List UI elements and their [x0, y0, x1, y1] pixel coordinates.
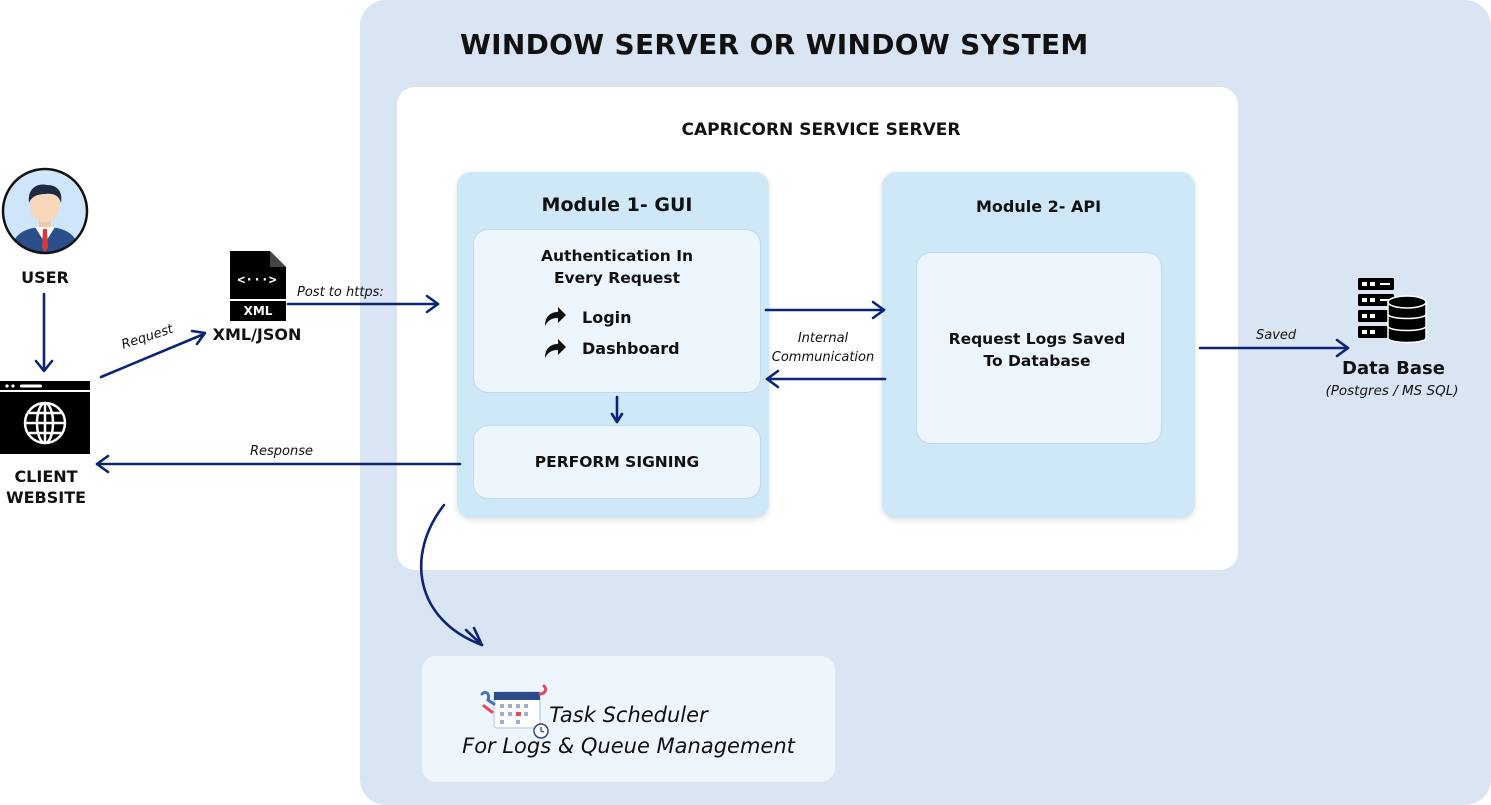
server-database-icon [1358, 278, 1427, 344]
task-scheduler-line1: Task Scheduler [549, 703, 708, 727]
request-logs-box [917, 253, 1161, 443]
edge-label-internal-line2: Communication [771, 350, 875, 365]
arrow-post [286, 294, 440, 314]
authentication-box [474, 230, 760, 392]
dashboard-item: Dashboard [582, 339, 680, 358]
redo-arrow-icon [545, 307, 566, 326]
globe-browser-icon [0, 381, 90, 454]
module-1-title: Module 1- GUI [541, 194, 693, 216]
redo-arrow-icon [545, 339, 566, 358]
edge-label-saved: Saved [1256, 328, 1297, 343]
window-server-title: WINDOW SERVER OR WINDOW SYSTEM [460, 28, 1089, 61]
request-logs-line1: Request Logs Saved [948, 330, 1126, 348]
user-label: USER [21, 268, 69, 287]
task-scheduler-label: Task Scheduler For Logs & Queue Manageme… [422, 700, 835, 762]
arrow-to-scheduler [419, 503, 484, 647]
arrow-user-to-client [34, 292, 54, 373]
task-scheduler-line2: For Logs & Queue Management [462, 734, 795, 758]
calendar-clock-icon [480, 684, 549, 739]
edge-label-post: Post to https: [297, 285, 384, 300]
authentication-title-line2: Every Request [553, 269, 681, 287]
authentication-title: Authentication In Every Request [474, 245, 760, 289]
authentication-title-line1: Authentication In [541, 247, 693, 265]
arrow-saved [1198, 338, 1350, 358]
xml-json-label: XML/JSON [212, 325, 302, 344]
client-label-line1: CLIENT [14, 467, 78, 486]
task-scheduler-box [422, 656, 835, 782]
module-2-title: Module 2- API [975, 197, 1102, 216]
edge-label-internal-line1: Internal [797, 331, 849, 346]
xml-file-text: XML [244, 304, 273, 318]
xml-file-icon: <···> XML [230, 251, 286, 321]
perform-signing-label: PERFORM SIGNING [534, 453, 700, 471]
arrow-internal-right [764, 300, 886, 320]
database-sub-label: (Postgres / MS SQL) [1325, 383, 1459, 399]
database-label: Data Base [1342, 358, 1445, 379]
perform-signing-box [474, 426, 760, 498]
arrow-response [95, 454, 462, 474]
user-avatar-icon [1, 167, 89, 255]
capricorn-server-title: CAPRICORN SERVICE SERVER [681, 120, 961, 140]
arrow-internal-left [765, 369, 887, 389]
edge-label-response: Response [250, 444, 314, 459]
arrow-auth-to-signing [610, 395, 624, 424]
client-label-line2: WEBSITE [5, 488, 87, 507]
arrow-request [99, 329, 207, 379]
login-item: Login [582, 308, 632, 327]
request-logs-line2: To Database [983, 352, 1091, 370]
request-logs-label: Request Logs Saved To Database [917, 328, 1157, 372]
client-website-label: CLIENT WEBSITE [0, 466, 92, 508]
edge-label-internal: Internal Communication [768, 329, 878, 367]
xml-code-glyph: <···> [237, 273, 276, 288]
